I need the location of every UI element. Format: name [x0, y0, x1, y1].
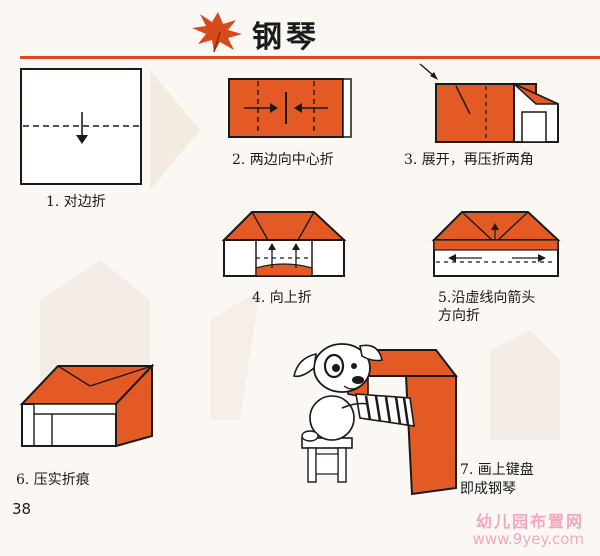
- watermark-url: www.9yey.com: [472, 530, 584, 548]
- page-number: 38: [12, 500, 32, 518]
- step-5-caption-line2: 方向折: [438, 308, 480, 324]
- step-2-diagram: [228, 78, 352, 138]
- step-2-caption: 2. 两边向中心折: [232, 152, 334, 168]
- step-5-caption-line1: 5.沿虚线向箭头: [438, 290, 536, 306]
- step-7-caption-line2: 即成钢琴: [460, 481, 516, 497]
- step-5-diagram: [431, 211, 561, 277]
- step-7-diagram: [293, 343, 459, 496]
- step-6-diagram: [19, 363, 155, 448]
- step-3-caption: 3. 展开，再压折两角: [404, 152, 534, 168]
- maple-leaf-icon: [192, 12, 242, 53]
- title-block: 钢琴: [20, 8, 600, 59]
- step-1-diagram: [20, 68, 142, 185]
- step-3-diagram: [419, 63, 559, 143]
- step-7-caption-line1: 7. 画上键盘: [460, 462, 534, 478]
- title-underline: [20, 56, 600, 59]
- step-4-caption: 4. 向上折: [252, 290, 312, 306]
- page-title: 钢琴: [252, 20, 320, 55]
- step-4-diagram: [221, 211, 347, 277]
- watermark-title: 幼儿园布置网: [475, 512, 584, 531]
- step-6-caption: 6. 压实折痕: [16, 472, 90, 488]
- step-1-caption: 1. 对边折: [46, 194, 106, 210]
